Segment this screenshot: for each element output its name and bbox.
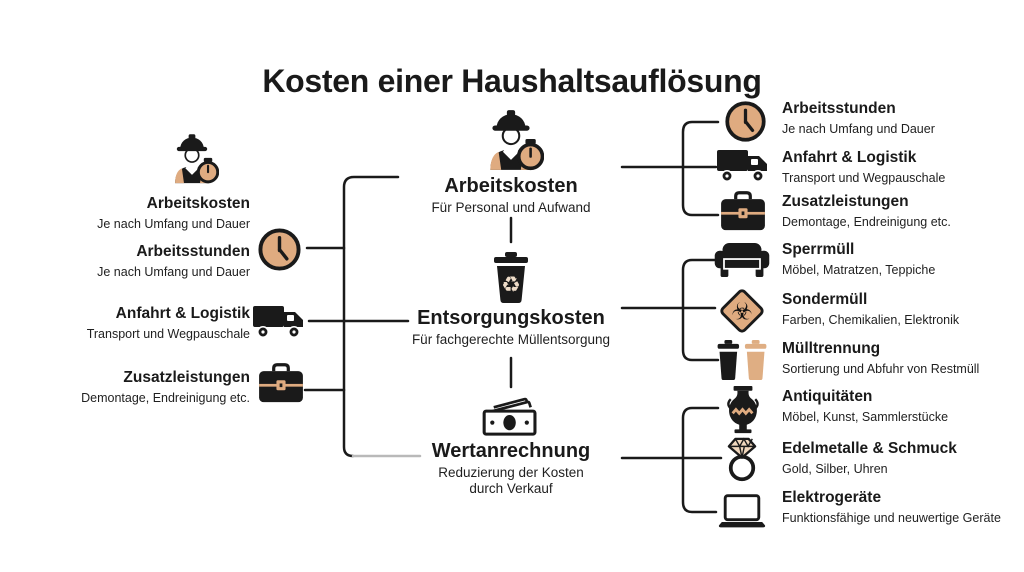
page-title: Kosten einer Haushaltsauflösung [262,63,762,100]
item-subtitle: Transport und Wegpauschale [782,170,946,185]
item-title: Anfahrt & Logistik [782,149,917,166]
clock-icon [724,100,767,143]
item-title: Zusatzleistungen [782,193,909,210]
biohazard-icon: ☣ [717,286,767,336]
clock-icon [257,227,302,272]
right-bracket-3 [681,406,720,514]
item-subtitle: Sortierung und Abfuhr von Restmüll [782,361,980,376]
node-subtitle: Für Personal und Aufwand [431,200,591,215]
ring-icon [723,437,761,482]
item-title: Sondermüll [782,291,868,308]
svg-text:♻: ♻ [501,273,521,298]
list-item-right-antiquitaeten: Antiquitäten Möbel, Kunst, Sammlerstücke [782,388,1024,425]
money-icon [482,391,540,437]
item-title: Anfahrt & Logistik [115,305,250,322]
list-item-right-sondermuell: Sondermüll Farben, Chemikalien, Elektron… [782,291,1024,328]
item-title: Mülltrennung [782,340,881,357]
center-node-wertanrechnung: Wertanrechnung Reduzierung der Kosten du… [391,391,631,497]
item-subtitle: Demontage, Endreinigung etc. [782,214,951,229]
item-title: Arbeitskosten [146,195,250,212]
item-subtitle: Demontage, Endreinigung etc. [81,390,250,405]
list-item-left-anfahrt: Anfahrt & Logistik Transport und Wegpaus… [30,305,250,342]
item-subtitle: Gold, Silber, Uhren [782,461,888,476]
list-item-right-elektrogeraete: Elektrogeräte Funktionsfähige und neuwer… [782,489,1024,526]
item-subtitle: Farben, Chemikalien, Elektronik [782,312,960,327]
list-item-right-sperrmuell: Sperrmüll Möbel, Matratzen, Teppiche [782,241,1024,278]
item-title: Arbeitsstunden [136,243,250,260]
item-title: Edelmetalle & Schmuck [782,440,957,457]
laptop-icon [718,494,766,529]
list-item-right-muelltrennung: Mülltrennung Sortierung und Abfuhr von R… [782,340,1024,377]
node-title: Arbeitskosten [444,175,578,197]
center-node-arbeitskosten: Arbeitskosten Für Personal und Aufwand [391,110,631,216]
item-title: Antiquitäten [782,388,873,405]
list-item-right-anfahrt: Anfahrt & Logistik Transport und Wegpaus… [782,149,1024,186]
item-subtitle: Möbel, Kunst, Sammlerstücke [782,409,949,424]
left-bracket-line [342,175,400,458]
item-subtitle: Je nach Umfang und Dauer [97,264,250,279]
toolbox-icon [258,362,304,404]
item-subtitle: Je nach Umfang und Dauer [782,121,935,136]
item-subtitle: Transport und Wegpauschale [86,326,250,341]
item-title: Arbeitsstunden [782,100,896,117]
center-node-entsorgungskosten: ♻ Entsorgungskosten Für fachgerechte Mül… [391,252,631,348]
trash-bins-icon [716,340,768,381]
svg-text:☣: ☣ [731,298,753,326]
node-title: Entsorgungskosten [417,307,605,329]
truck-icon [253,303,305,339]
item-title: Elektrogeräte [782,489,882,506]
worker-stopwatch-icon [165,134,219,185]
truck-icon [717,147,769,183]
list-item-left-arbeitskosten: Arbeitskosten Je nach Umfang und Dauer [30,195,250,232]
trash-recycle-icon: ♻ [488,252,534,304]
item-subtitle: Möbel, Matratzen, Teppiche [782,262,936,277]
worker-stopwatch-icon [478,110,544,172]
node-subtitle: Für fachgerechte Müllentsorgung [411,332,611,347]
list-item-right-edelmetalle: Edelmetalle & Schmuck Gold, Silber, Uhre… [782,440,1024,477]
list-item-left-zusatzleistungen: Zusatzleistungen Demontage, Endreinigung… [30,369,250,406]
list-item-right-arbeitsstunden: Arbeitsstunden Je nach Umfang und Dauer [782,100,1024,137]
right-bracket-1 [681,120,720,217]
item-subtitle: Funktionsfähige und neuwertige Geräte [782,510,1001,525]
sofa-icon [714,242,770,279]
node-title: Wertanrechnung [431,440,591,462]
vase-icon [726,386,760,435]
node-subtitle: Reduzierung der Kosten durch Verkauf [438,465,584,497]
list-item-left-arbeitsstunden: Arbeitsstunden Je nach Umfang und Dauer [30,243,250,280]
item-title: Sperrmüll [782,241,855,258]
list-item-right-zusatzleistungen: Zusatzleistungen Demontage, Endreinigung… [782,193,1024,230]
right-bracket-2 [681,258,720,362]
toolbox-icon [720,190,766,232]
item-title: Zusatzleistungen [123,369,250,386]
item-subtitle: Je nach Umfang und Dauer [97,216,250,231]
